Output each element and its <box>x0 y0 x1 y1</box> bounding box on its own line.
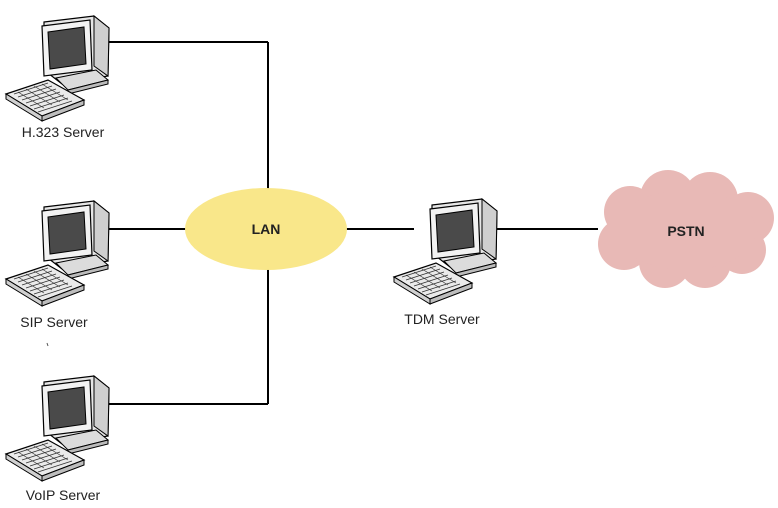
tdm-server-label: TDM Server <box>404 311 480 327</box>
sip-server-label: SIP Server <box>20 314 88 330</box>
stray-mark <box>46 342 49 347</box>
voip-computer-icon <box>5 375 110 482</box>
h323-computer-icon <box>5 15 110 122</box>
pstn-cloud <box>598 170 774 288</box>
tdm-computer-icon <box>393 198 498 305</box>
connection-lines <box>106 41 598 405</box>
voip-server-label: VoIP Server <box>25 487 101 503</box>
h323-server-label: H.323 Server <box>21 124 105 140</box>
lan-cloud <box>185 188 347 270</box>
sip-computer-icon <box>5 200 110 307</box>
lan-label: LAN <box>251 221 281 237</box>
pstn-label: PSTN <box>667 223 705 239</box>
